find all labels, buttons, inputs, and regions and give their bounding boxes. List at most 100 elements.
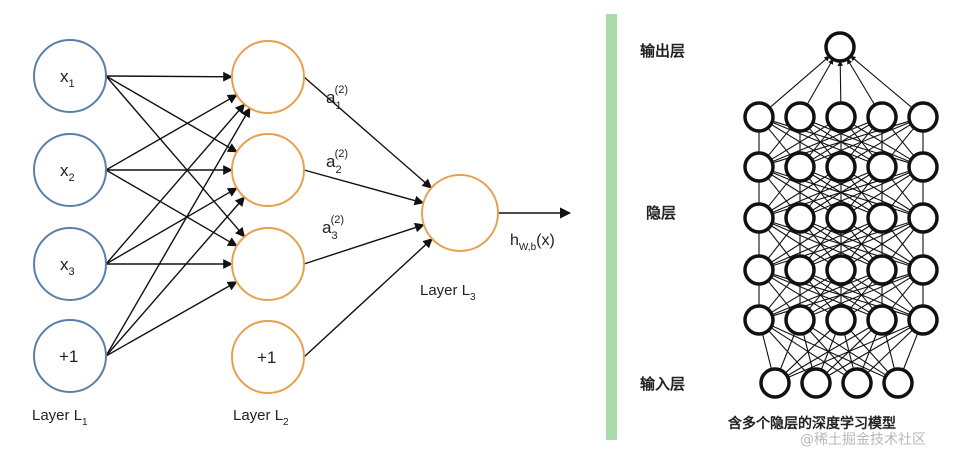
deep-edge	[767, 330, 808, 373]
deep-hidden-node	[784, 202, 816, 234]
layer-label-3: Layer L3	[420, 282, 476, 303]
deep-edge	[846, 58, 876, 106]
deep-edge	[812, 274, 911, 316]
deep-edge	[770, 327, 846, 376]
deep-edge	[771, 274, 870, 316]
edge-hidden-to-output	[303, 222, 425, 265]
deep-edge	[769, 55, 830, 109]
edge-input-to-hidden	[105, 107, 251, 357]
deep-edge	[767, 127, 792, 157]
edge-input-to-hidden	[105, 103, 246, 265]
deep-network-nodes	[743, 31, 939, 399]
deep-hidden-node	[743, 151, 775, 183]
edge-hidden-to-output	[303, 76, 433, 189]
input-layer-label: 输入层	[640, 375, 685, 393]
deep-edge	[771, 121, 870, 163]
deep-hidden-node	[825, 202, 857, 234]
deep-hidden-node	[784, 254, 816, 286]
panel-divider	[606, 14, 617, 440]
edge-input-to-hidden	[105, 281, 238, 357]
deep-hidden-node	[784, 304, 816, 336]
deep-hidden-node	[743, 202, 775, 234]
deep-edge	[770, 276, 830, 314]
deep-edge	[884, 333, 896, 370]
input-node-label: +1	[59, 347, 78, 366]
deep-edge	[771, 171, 870, 214]
hidden-node	[231, 133, 305, 207]
deep-hidden-node	[825, 101, 857, 133]
deep-edge	[852, 173, 912, 212]
hidden-layer-label: 隐层	[646, 204, 676, 222]
deep-hidden-node	[743, 254, 775, 286]
output-node	[421, 174, 499, 252]
deep-edge	[890, 228, 915, 260]
deep-edge	[767, 177, 792, 208]
deep-hidden-node	[907, 304, 939, 336]
watermark: @稀土掘金技术社区	[800, 432, 926, 448]
deep-edge	[761, 333, 773, 370]
output-layer-label: 输出层	[640, 42, 685, 60]
hidden-node-label: +1	[257, 348, 276, 367]
deep-edge	[770, 225, 830, 263]
edge-input-to-hidden	[105, 169, 238, 247]
edge-input-to-hidden	[105, 75, 246, 238]
deep-hidden-node	[907, 101, 939, 133]
deep-edge	[767, 280, 792, 310]
left-network-edges	[105, 71, 572, 358]
deep-edge	[812, 121, 911, 163]
hidden-node	[231, 40, 305, 114]
deep-edge	[902, 332, 919, 371]
edge-hidden-to-output	[303, 238, 433, 358]
deep-edge	[771, 222, 870, 266]
deep-edge	[852, 276, 912, 314]
deep-hidden-node	[784, 101, 816, 133]
deep-hidden-node	[907, 151, 939, 183]
deep-edge	[890, 127, 915, 157]
deep-hidden-node	[907, 202, 939, 234]
deep-hidden-node	[825, 304, 857, 336]
deep-hidden-node	[784, 151, 816, 183]
deep-input-node	[882, 367, 914, 399]
deep-hidden-node	[825, 151, 857, 183]
edge-hidden-to-output	[303, 169, 425, 206]
activation-label-3: a3(2)	[322, 214, 344, 242]
deep-input-node	[800, 367, 832, 399]
input-node	[33, 39, 107, 113]
deep-edge	[812, 222, 911, 266]
deep-hidden-node	[825, 254, 857, 286]
deep-edge	[852, 123, 912, 161]
activation-label-1: a1(2)	[326, 84, 348, 112]
hidden-node	[231, 227, 305, 301]
deep-hidden-node	[866, 101, 898, 133]
input-node-label: x3	[60, 255, 75, 278]
edge-input-to-hidden	[105, 94, 238, 171]
deep-hidden-node	[743, 101, 775, 133]
deep-output-node	[824, 31, 856, 63]
edge-input-to-hidden	[105, 187, 238, 265]
deep-edge	[770, 123, 830, 161]
edge-input-to-hidden	[105, 71, 233, 82]
deep-hidden-node	[866, 254, 898, 286]
edge-input-to-hidden	[105, 196, 245, 357]
deep-edge	[771, 325, 886, 378]
deep-input-node	[841, 367, 873, 399]
deep-edge	[806, 58, 834, 106]
deep-hidden-node	[866, 151, 898, 183]
deep-input-node	[759, 367, 791, 399]
deep-edge	[837, 60, 844, 104]
deep-hidden-node	[743, 304, 775, 336]
activation-label-2: a2(2)	[326, 148, 348, 176]
left-network-nodes: x1 x2 x3 +1 +1	[33, 39, 499, 394]
input-node-label: x1	[60, 67, 75, 90]
deep-edge	[849, 330, 890, 373]
deep-edge	[852, 225, 912, 263]
input-node	[33, 227, 107, 301]
output-function-label: hW,b(x)	[510, 232, 555, 253]
layer-label-1: Layer L1	[32, 407, 88, 428]
deep-edge	[890, 177, 915, 208]
layer-label-2: Layer L2	[233, 407, 289, 428]
deep-edge	[890, 280, 915, 310]
input-node-label: x2	[60, 161, 75, 184]
